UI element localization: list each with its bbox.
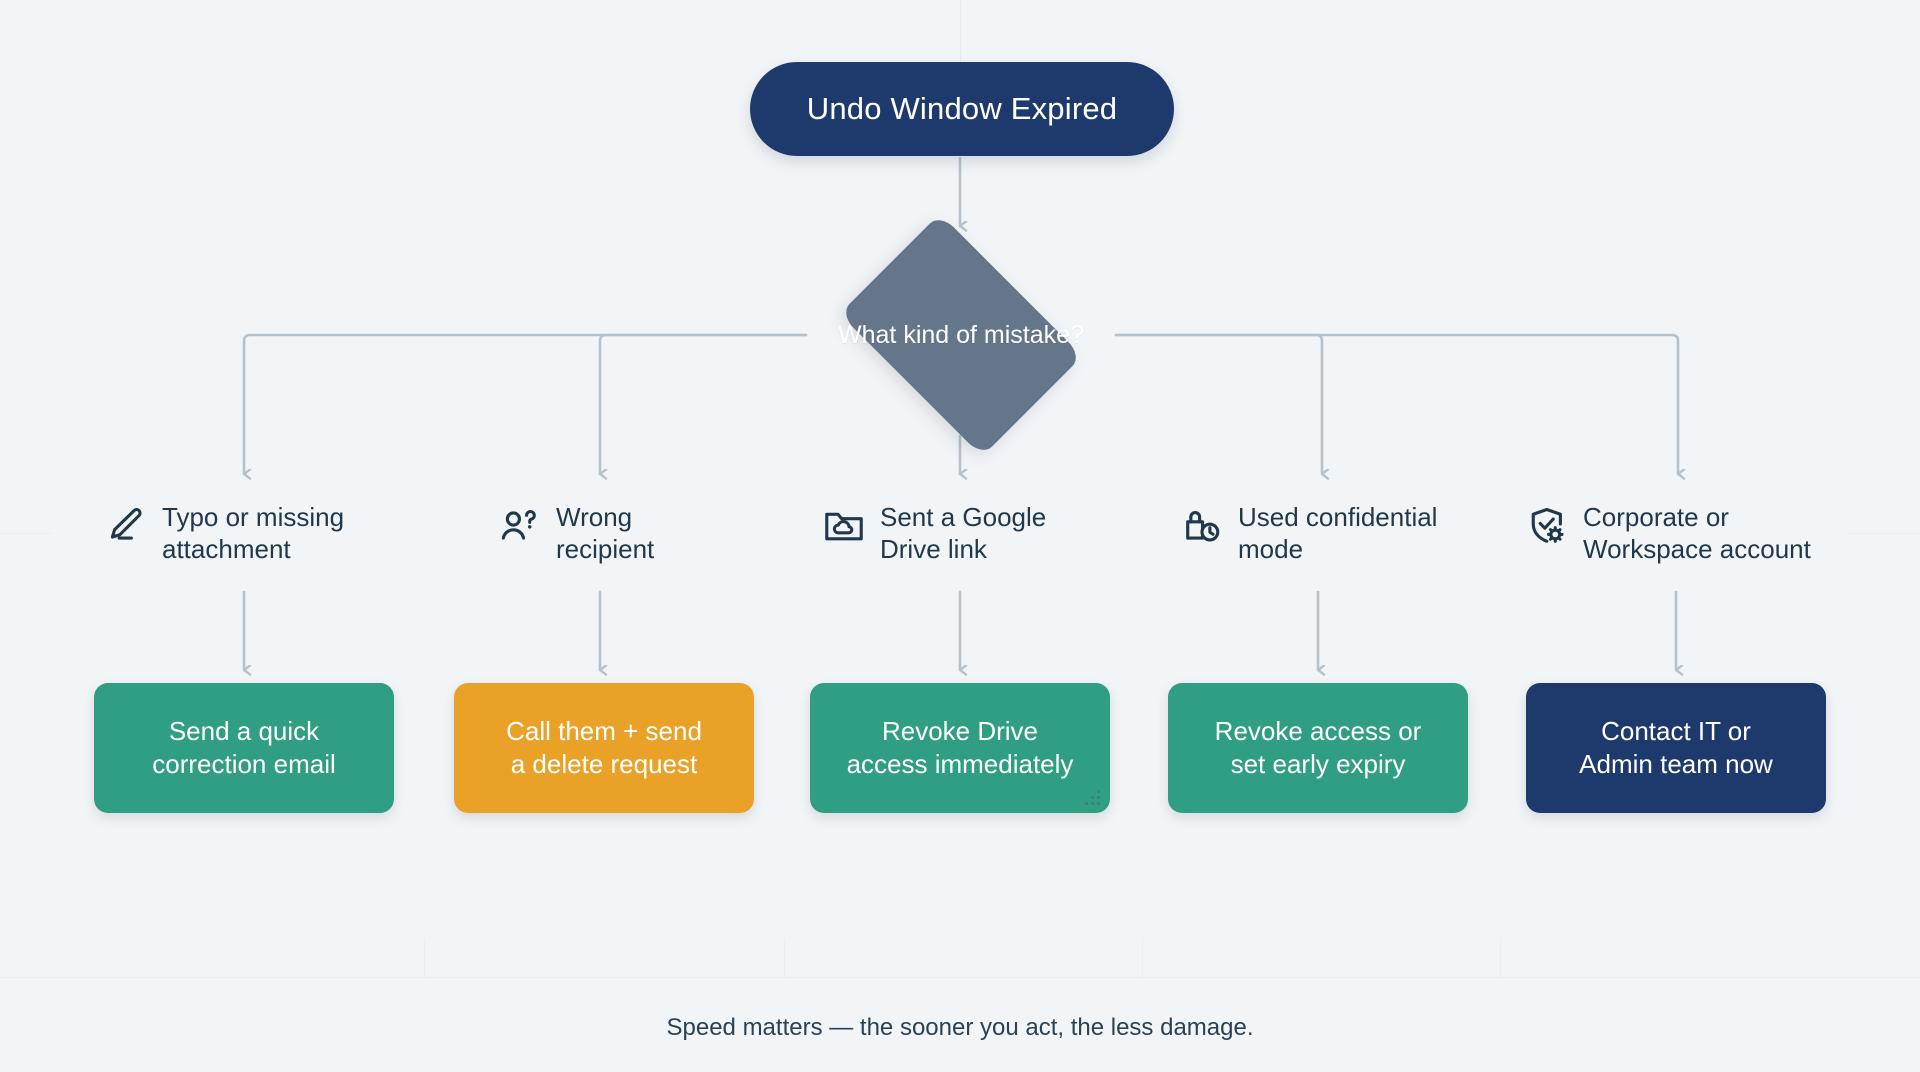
branch-label-corporate-or-workspace-account[interactable]: Corporate or Workspace account bbox=[1525, 500, 1895, 565]
connector-decision-to-branch-2 bbox=[598, 333, 808, 474]
branch-label-typo-or-missing-attachment[interactable]: Typo or missing attachment bbox=[104, 500, 404, 565]
guide-tick-2 bbox=[784, 938, 785, 977]
start-node[interactable]: Undo Window Expired bbox=[750, 62, 1174, 156]
branch-label-text: Sent a Google Drive link bbox=[880, 502, 1047, 564]
folder-cloud-icon bbox=[825, 512, 863, 541]
start-node-label: Undo Window Expired bbox=[806, 91, 1118, 127]
action-box-label: Revoke access or set early expiry bbox=[1214, 715, 1422, 779]
connector-decision-to-branch-1 bbox=[242, 333, 808, 474]
decision-node-label: What kind of mistake? bbox=[838, 320, 1084, 349]
branch-label-text: Typo or missing attachment bbox=[162, 502, 345, 564]
branch-label-sent-a-google-drive-link[interactable]: Sent a Google Drive link bbox=[822, 500, 1142, 565]
action-box-label: Revoke Drive access immediately bbox=[846, 715, 1074, 779]
guide-tick-3 bbox=[1142, 938, 1143, 977]
guide-line-horizontal-right bbox=[1846, 533, 1920, 534]
connector-decision-to-branch-5 bbox=[1114, 333, 1678, 474]
pencil-icon bbox=[110, 508, 142, 540]
person-question-icon bbox=[501, 510, 536, 540]
shield-check-gear-icon bbox=[1531, 507, 1564, 543]
action-box-label: Call them + send a delete request bbox=[506, 715, 702, 779]
guide-line-vertical-top bbox=[960, 0, 961, 62]
action-box-revoke-access-or-set-early-expiry[interactable]: Revoke access or set early expiry bbox=[1168, 683, 1468, 813]
branch-label-text: Wrong recipient bbox=[556, 502, 655, 564]
action-box-label: Send a quick correction email bbox=[152, 715, 336, 779]
guide-line-horizontal-left bbox=[0, 533, 52, 534]
action-box-revoke-drive-access-immediately[interactable]: Revoke Drive access immediately bbox=[810, 683, 1110, 813]
branch-label-wrong-recipient[interactable]: Wrong recipient bbox=[498, 500, 798, 565]
action-box-call-them-send-a-delete-request[interactable]: Call them + send a delete request bbox=[454, 683, 754, 813]
connector-decision-to-branch-4 bbox=[1114, 333, 1322, 474]
guide-tick-4 bbox=[1500, 938, 1501, 977]
branch-label-used-confidential-mode[interactable]: Used confidential mode bbox=[1180, 500, 1500, 565]
resize-handle-icon[interactable] bbox=[1085, 783, 1100, 805]
footer-note: Speed matters — the sooner you act, the … bbox=[0, 1014, 1920, 1042]
decision-node[interactable]: What kind of mistake? bbox=[805, 213, 1117, 457]
action-box-send-a-quick-correction-email[interactable]: Send a quick correction email bbox=[94, 683, 394, 813]
footer-note-text: Speed matters — the sooner you act, the … bbox=[666, 1014, 1254, 1041]
action-box-label: Contact IT or Admin team now bbox=[1579, 715, 1773, 779]
guide-line-horizontal-baseline bbox=[0, 977, 1920, 978]
action-box-contact-it-or-admin-team-now[interactable]: Contact IT or Admin team now bbox=[1526, 683, 1826, 813]
guide-tick-1 bbox=[424, 938, 425, 977]
branch-label-text: Corporate or Workspace account bbox=[1583, 502, 1811, 564]
branch-label-text: Used confidential mode bbox=[1238, 502, 1438, 564]
lock-clock-icon bbox=[1186, 511, 1220, 542]
